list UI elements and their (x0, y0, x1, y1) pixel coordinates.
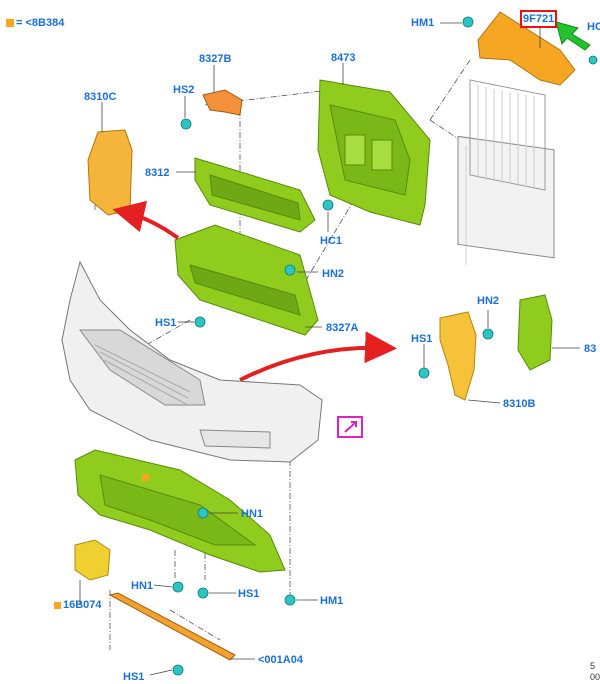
label-8312[interactable]: 8312 (145, 167, 170, 179)
label-leaders (79, 22, 580, 676)
legend-text: = <8B384 (16, 17, 65, 29)
label-9f721[interactable]: 9F721 (519, 10, 558, 28)
footer-code-line1: 5 (590, 661, 596, 671)
label-hn2-mid[interactable]: HN2 (322, 268, 345, 280)
label-hm1-top[interactable]: HM1 (411, 17, 435, 29)
part-16b074-shape[interactable] (74, 539, 111, 581)
label-hs2[interactable]: HS2 (173, 84, 195, 96)
fastener-hm1-bottom[interactable] (284, 594, 296, 606)
label-8327b[interactable]: 8327B (199, 53, 232, 65)
label-hn1-b[interactable]: HN1 (131, 580, 154, 592)
fastener-hn2-right[interactable] (482, 328, 494, 340)
label-hm1-bottom[interactable]: HM1 (320, 595, 344, 607)
fastener-hs1-b[interactable] (197, 587, 209, 599)
label-hs1-bottom[interactable]: HS1 (123, 671, 145, 683)
orange-marker-undertray (142, 474, 149, 481)
label-hc-right[interactable]: HC (587, 21, 600, 33)
callout-box-icon[interactable] (337, 416, 363, 438)
green-pointer-arrow (555, 21, 591, 51)
part-83-right-shape[interactable] (517, 294, 553, 371)
fastener-hs1-right[interactable] (418, 367, 430, 379)
part-8327b-shape[interactable] (202, 89, 243, 116)
part-001a04-shape[interactable] (108, 592, 236, 661)
label-hn1-a[interactable]: HN1 (241, 508, 264, 520)
part-8327a-shape[interactable] (174, 224, 319, 336)
label-16b074[interactable]: 16B074 (63, 599, 102, 611)
fastener-hs2[interactable] (180, 118, 192, 130)
fastener-hn2-mid[interactable] (284, 264, 296, 276)
label-8473[interactable]: 8473 (331, 52, 356, 64)
label-hs1-mid[interactable]: HS1 (155, 317, 177, 329)
undertray-shape[interactable] (74, 449, 286, 573)
label-hc1[interactable]: HC1 (320, 235, 343, 247)
fastener-hc1[interactable] (322, 199, 334, 211)
fastener-hc-right[interactable] (588, 55, 598, 65)
part-8310b-shape[interactable] (439, 311, 477, 401)
fastener-hs1-bottom[interactable] (172, 664, 184, 676)
part-9f721-shape[interactable] (477, 11, 576, 86)
fastener-hn1-a[interactable] (197, 507, 209, 519)
label-8310c[interactable]: 8310C (84, 91, 117, 103)
orange-marker-16b074 (54, 602, 61, 609)
part-8473-shape[interactable] (317, 79, 431, 226)
red-arrow-left (112, 200, 180, 240)
label-hs1-right[interactable]: HS1 (411, 333, 433, 345)
label-8310b[interactable]: 8310B (503, 398, 536, 410)
radiator (457, 79, 555, 266)
legend: = <8B384 (6, 17, 64, 29)
footer-code-line2: 00 (590, 672, 600, 682)
label-hn2-right[interactable]: HN2 (477, 295, 500, 307)
fastener-hs1-mid[interactable] (194, 316, 206, 328)
legend-marker-square (6, 19, 14, 28)
label-001a04[interactable]: <001A04 (258, 654, 303, 666)
bumper-cover-shape[interactable] (61, 260, 323, 463)
label-hs1-b[interactable]: HS1 (238, 588, 260, 600)
label-8327a[interactable]: 8327A (326, 322, 359, 334)
fastener-hn1-b[interactable] (172, 581, 184, 593)
fastener-hm1-top[interactable] (462, 16, 474, 28)
label-83-right[interactable]: 83 (584, 343, 597, 355)
part-8310c-shape[interactable] (87, 129, 133, 216)
red-arrow-right (239, 331, 397, 382)
part-8312-shape[interactable] (194, 157, 316, 233)
